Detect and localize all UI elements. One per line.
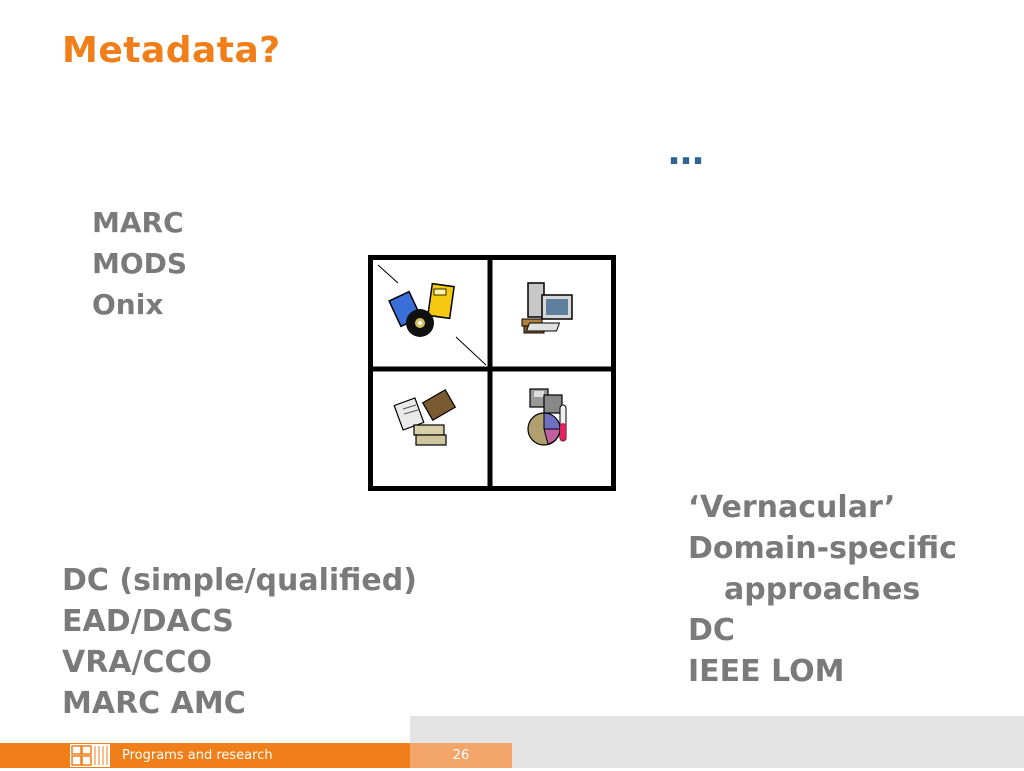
list-item: VRA/CCO (62, 645, 213, 680)
slide-title: Metadata? (62, 30, 281, 71)
list-item: ‘Vernacular’ (688, 490, 896, 525)
footer-org-text: Programs and research (122, 748, 273, 763)
page-number: 26 (410, 743, 512, 768)
diagonal-line (455, 336, 487, 366)
list-item: DC (simple/qualified) (62, 563, 417, 598)
bottom-right-list: ‘Vernacular’ Domain-specific approaches … (688, 487, 957, 692)
diagonal-line (377, 264, 399, 284)
books-and-disc-icon (388, 282, 455, 337)
data-pie-chart-icon (527, 388, 567, 446)
list-item: EAD/DACS (62, 604, 234, 639)
list-item: MARC (92, 206, 184, 239)
list-item: IEEE LOM (688, 654, 845, 689)
list-item: Onix (92, 288, 164, 321)
ellipsis-text: … (668, 132, 705, 173)
bottom-left-list: DC (simple/qualified) EAD/DACS VRA/CCO M… (62, 560, 417, 724)
footer-gray-panel (410, 716, 1024, 768)
list-item: Domain-specific (688, 531, 957, 566)
list-item: DC (688, 613, 735, 648)
list-item: approaches (724, 572, 921, 607)
computer-and-books-icon (521, 282, 573, 334)
oclc-logo (70, 744, 110, 767)
footer-bar (0, 743, 410, 768)
documents-and-books-icon (393, 389, 457, 446)
list-item: MARC AMC (62, 686, 246, 721)
top-left-list: MARC MODS Onix (92, 202, 187, 325)
list-item: MODS (92, 247, 188, 280)
quadrant-diagram (368, 255, 616, 491)
